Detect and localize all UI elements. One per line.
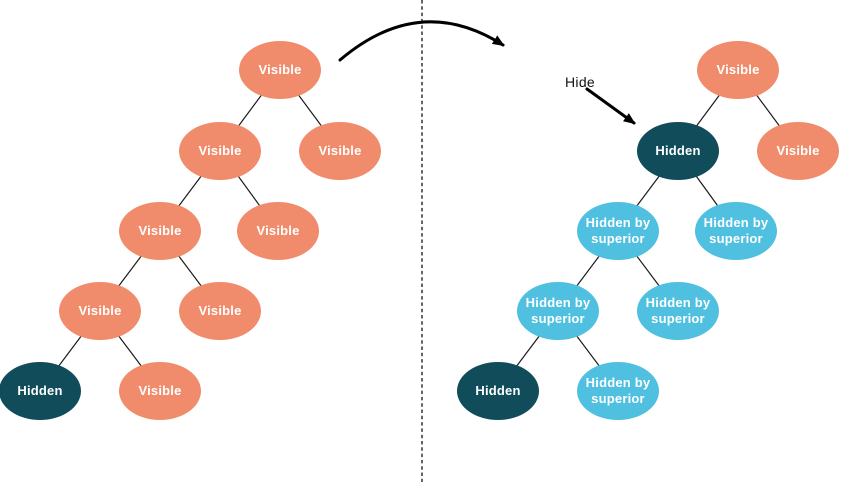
tree-node-hidden-by-superior: Hidden by superior xyxy=(517,282,599,340)
before-after-curved-arrow-icon xyxy=(338,20,505,62)
tree-node-visible: Visible xyxy=(237,202,319,260)
tree-node-visible: Visible xyxy=(299,122,381,180)
tree-node-visible: Visible xyxy=(239,41,321,99)
tree-node-visible: Visible xyxy=(119,202,201,260)
tree-node-visible: Visible xyxy=(179,122,261,180)
hide-pointer-arrow-icon xyxy=(585,87,636,125)
tree-node-visible: Visible xyxy=(119,362,201,420)
tree-node-hidden-by-superior: Hidden by superior xyxy=(637,282,719,340)
tree-node-visible: Visible xyxy=(179,282,261,340)
tree-node-hidden-by-superior: Hidden by superior xyxy=(577,362,659,420)
tree-node-hidden: Hidden xyxy=(457,362,539,420)
tree-node-visible: Visible xyxy=(59,282,141,340)
tree-node-hidden: Hidden xyxy=(0,362,81,420)
tree-node-visible: Visible xyxy=(697,41,779,99)
tree-node-visible: Visible xyxy=(757,122,839,180)
hide-action-label: Hide xyxy=(565,74,595,90)
tree-node-hidden-by-superior: Hidden by superior xyxy=(577,202,659,260)
tree-node-hidden: Hidden xyxy=(637,122,719,180)
tree-node-hidden-by-superior: Hidden by superior xyxy=(695,202,777,260)
